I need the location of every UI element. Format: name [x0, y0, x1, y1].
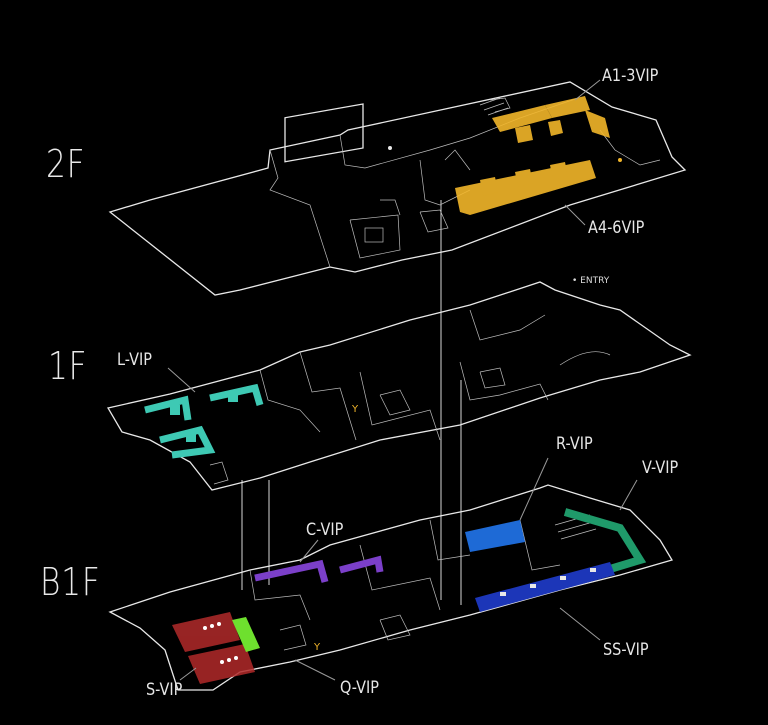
room-label-a1-3vip: A1-3VIP [602, 66, 659, 86]
floor-b1f-plan: Y [108, 484, 673, 691]
entry-label: • ENTRY [572, 276, 610, 286]
room-label-ss-vip: SS-VIP [603, 640, 649, 660]
svg-text:Y: Y [351, 404, 359, 415]
floor-connectors [241, 200, 462, 605]
room-label-s-vip: S-VIP [146, 680, 183, 700]
r-vip-room [465, 520, 525, 552]
floor-label-2f: 2F [46, 142, 86, 186]
floor-label-b1f: B1F [40, 560, 101, 604]
svg-text:Y: Y [313, 642, 321, 653]
s-vip-rooms [172, 612, 255, 684]
room-label-v-vip: V-VIP [642, 458, 679, 478]
floor-1f-plan: Y [106, 281, 692, 491]
a1-3-vip-rooms [492, 96, 610, 143]
floor-2f-plan [108, 81, 687, 296]
l-vip-rooms [144, 383, 264, 459]
room-label-l-vip: L-VIP [117, 350, 153, 370]
room-label-r-vip: R-VIP [556, 434, 593, 454]
room-label-a4-6vip: A4-6VIP [588, 218, 645, 238]
room-label-c-vip: C-VIP [306, 520, 344, 540]
leader-lines [167, 79, 638, 681]
ss-vip-rooms [475, 562, 615, 612]
c-vip-rooms [254, 555, 384, 583]
floor-label-1f: 1F [48, 344, 88, 388]
room-label-q-vip: Q-VIP [340, 678, 380, 698]
v-vip-rooms [563, 508, 647, 576]
q-vip-room [232, 617, 260, 652]
a4-6-vip-rooms [455, 160, 596, 215]
